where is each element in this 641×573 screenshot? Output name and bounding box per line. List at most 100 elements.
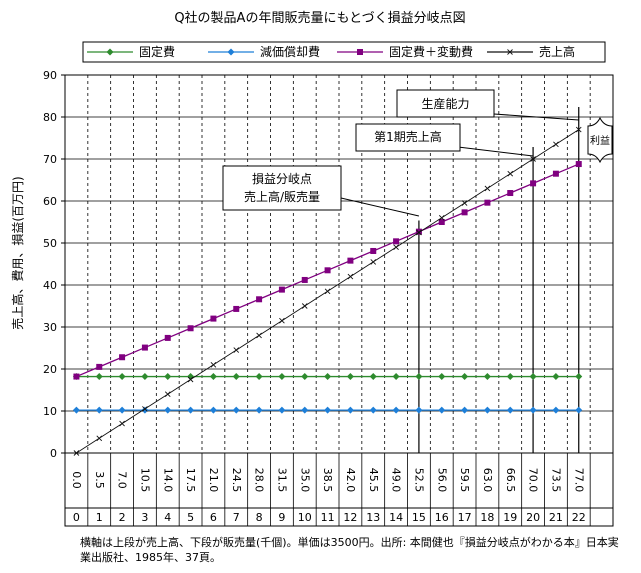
x-tick-label-volume: 21 xyxy=(549,511,563,524)
x-tick-label-sales: 70.0 xyxy=(527,468,540,493)
data-point xyxy=(256,332,262,339)
data-point xyxy=(95,406,103,414)
x-tick-label-sales: 24.5 xyxy=(230,468,243,493)
data-point xyxy=(255,373,263,381)
data-point xyxy=(392,406,400,414)
x-tick-label-sales: 49.0 xyxy=(390,468,403,493)
data-point xyxy=(393,238,400,245)
y-tick-label: 80 xyxy=(43,111,57,124)
data-point xyxy=(73,450,80,456)
data-point xyxy=(483,373,491,381)
data-point xyxy=(187,376,194,383)
data-point xyxy=(119,354,126,361)
data-point xyxy=(142,406,148,412)
annotation-pointer xyxy=(493,113,579,121)
data-point xyxy=(575,406,583,414)
data-point xyxy=(369,406,377,414)
x-tick-label-volume: 10 xyxy=(298,511,312,524)
data-point xyxy=(438,373,446,381)
x-tick-label-volume: 15 xyxy=(412,511,426,524)
data-point xyxy=(529,406,537,414)
legend: 固定費減価償却費固定費＋変動費売上高 xyxy=(87,44,575,59)
data-point xyxy=(141,406,149,414)
data-point xyxy=(438,214,445,221)
annotation-box xyxy=(396,89,495,118)
data-point xyxy=(187,325,194,332)
y-tick-label: 10 xyxy=(43,405,57,418)
data-point xyxy=(552,170,559,177)
x-tick-label-volume: 2 xyxy=(119,511,126,524)
legend-label: 固定費 xyxy=(139,44,175,59)
legend-marker xyxy=(106,48,114,56)
data-point xyxy=(118,373,126,381)
data-point xyxy=(209,406,217,414)
data-point xyxy=(324,267,331,274)
data-point xyxy=(370,259,377,265)
data-point xyxy=(552,406,560,414)
footnote: 横軸は上段が売上高、下段が販売量(千個)。単価は3500円。出所: 本間健也『損… xyxy=(80,536,619,564)
data-point xyxy=(553,141,559,148)
x-tick-label-volume: 19 xyxy=(503,511,517,524)
data-point xyxy=(187,406,195,414)
data-point xyxy=(141,344,148,351)
y-tick-label: 70 xyxy=(43,153,57,166)
x-tick-label-sales: 3.5 xyxy=(93,471,106,489)
x-tick-label-sales: 28.0 xyxy=(253,468,266,493)
data-point xyxy=(461,406,469,414)
x-tick-label-sales: 56.0 xyxy=(435,468,448,493)
data-point xyxy=(278,286,285,293)
legend-label: 固定費＋変動費 xyxy=(389,44,473,59)
data-point xyxy=(483,406,491,414)
x-tick-label-sales: 31.5 xyxy=(275,468,288,493)
x-tick-label-volume: 4 xyxy=(164,511,171,524)
x-tick-label-sales: 66.5 xyxy=(504,468,517,493)
data-point xyxy=(552,373,560,381)
tick-table xyxy=(64,452,614,527)
data-point xyxy=(461,209,468,216)
annotation-pointer xyxy=(457,146,534,157)
data-point xyxy=(346,373,354,381)
x-tick-label-sales: 21.0 xyxy=(207,468,220,493)
data-point xyxy=(415,228,422,235)
data-point xyxy=(506,406,514,414)
data-point xyxy=(73,373,80,380)
x-tick-label-volume: 5 xyxy=(187,511,194,524)
data-point xyxy=(141,373,149,381)
x-tick-label-volume: 9 xyxy=(278,511,285,524)
legend-marker xyxy=(507,49,513,55)
data-point xyxy=(233,347,240,353)
profit-label: 利益 xyxy=(590,134,610,147)
data-point xyxy=(575,161,582,168)
data-point xyxy=(301,276,308,283)
data-point xyxy=(232,406,240,414)
x-tick-label-sales: 10.5 xyxy=(138,468,151,493)
data-point xyxy=(164,334,171,341)
data-point xyxy=(392,373,400,381)
x-tick-label-volume: 14 xyxy=(389,511,403,524)
series-group xyxy=(72,126,583,456)
data-point xyxy=(278,406,286,414)
chart-title: Q社の製品Aの年間販売量にもとづく損益分岐点図 xyxy=(174,10,465,26)
annotation-box xyxy=(222,165,342,211)
data-point xyxy=(210,315,217,322)
data-point xyxy=(324,406,332,414)
data-point xyxy=(484,185,491,192)
legend-label: 売上高 xyxy=(539,44,575,59)
x-tick-label-volume: 1 xyxy=(96,511,103,524)
data-point xyxy=(164,373,172,381)
data-point xyxy=(529,373,537,381)
data-point xyxy=(575,126,582,133)
data-point xyxy=(255,406,263,414)
data-point xyxy=(346,406,354,414)
data-point xyxy=(279,317,285,324)
data-point xyxy=(370,247,377,254)
annotation-text: 生産能力 xyxy=(421,96,469,111)
data-point xyxy=(416,229,422,236)
data-point xyxy=(347,273,354,280)
data-point xyxy=(461,200,468,206)
data-point xyxy=(301,373,309,381)
data-point xyxy=(72,406,80,414)
x-tick-label-sales: 52.5 xyxy=(412,468,425,493)
